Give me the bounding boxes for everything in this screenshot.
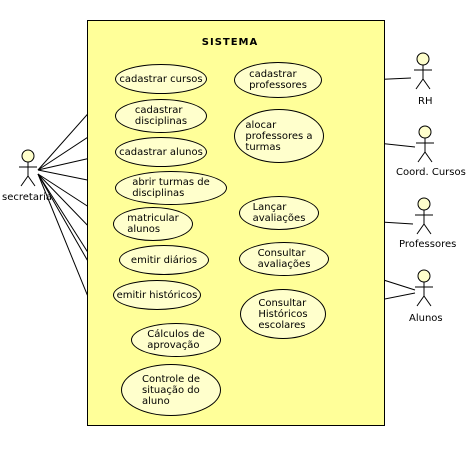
actor-alunos-icon [415,269,433,307]
actor-professores-label: Professores [399,239,457,250]
use-case-label: alocar professores a turmas [245,119,313,153]
actor-secretaria-label: secretaria [2,192,52,203]
use-case-label: Lançar avaliações [252,202,306,224]
system-title: SISTEMA [201,37,259,48]
use-case-cadastrar-cursos: cadastrar cursos [115,64,207,94]
use-case-consultar-historicos: Consultar Históricos escolares [240,289,326,339]
use-case-label: emitir diários [130,254,198,266]
actor-alunos-label: Alunos [409,313,443,324]
use-case-label: Consultar avaliações [257,248,311,270]
use-case-label: Cálculos de aprovação [147,329,205,351]
actor-rh-icon [414,52,432,90]
use-case-consultar-avaliacoes: Consultar avaliações [239,242,329,276]
use-case-label: cadastrar alunos [119,146,203,158]
actor-secretaria-icon [19,149,37,187]
use-case-lancar-avaliacoes: Lançar avaliações [239,196,319,230]
use-case-label: cadastrar disciplinas [134,105,188,127]
use-case-cadastrar-alunos: cadastrar alunos [115,137,207,167]
use-case-label: cadastrar cursos [119,73,203,85]
use-case-label: Controle de situação do aluno [142,373,200,407]
use-case-label: matricular alunos [127,213,179,235]
actor-professores-icon [415,197,433,235]
use-case-label: cadastrar professores [249,69,307,91]
use-case-controle-situacao: Controle de situação do aluno [121,364,221,416]
use-case-cadastrar-disciplinas: cadastrar disciplinas [115,99,207,133]
use-case-label: Consultar Históricos escolares [258,297,308,331]
actor-coord-cursos-icon [416,125,434,163]
use-case-abrir-turmas: abrir turmas de disciplinas [115,171,227,205]
use-case-matricular-alunos: matricular alunos [113,207,193,241]
use-case-label: emitir históricos [116,289,198,301]
actor-rh-label: RH [418,96,433,107]
use-case-label: abrir turmas de disciplinas [132,177,210,199]
use-case-emitir-diarios: emitir diários [119,245,209,275]
use-case-alocar-professores: alocar professores a turmas [234,109,324,163]
actor-coord-cursos-label: Coord. Cursos [396,167,466,178]
use-case-cadastrar-professores: cadastrar professores [234,62,322,98]
use-case-emitir-historicos: emitir históricos [113,280,201,310]
use-case-calculos-aprovacao: Cálculos de aprovação [131,323,221,357]
